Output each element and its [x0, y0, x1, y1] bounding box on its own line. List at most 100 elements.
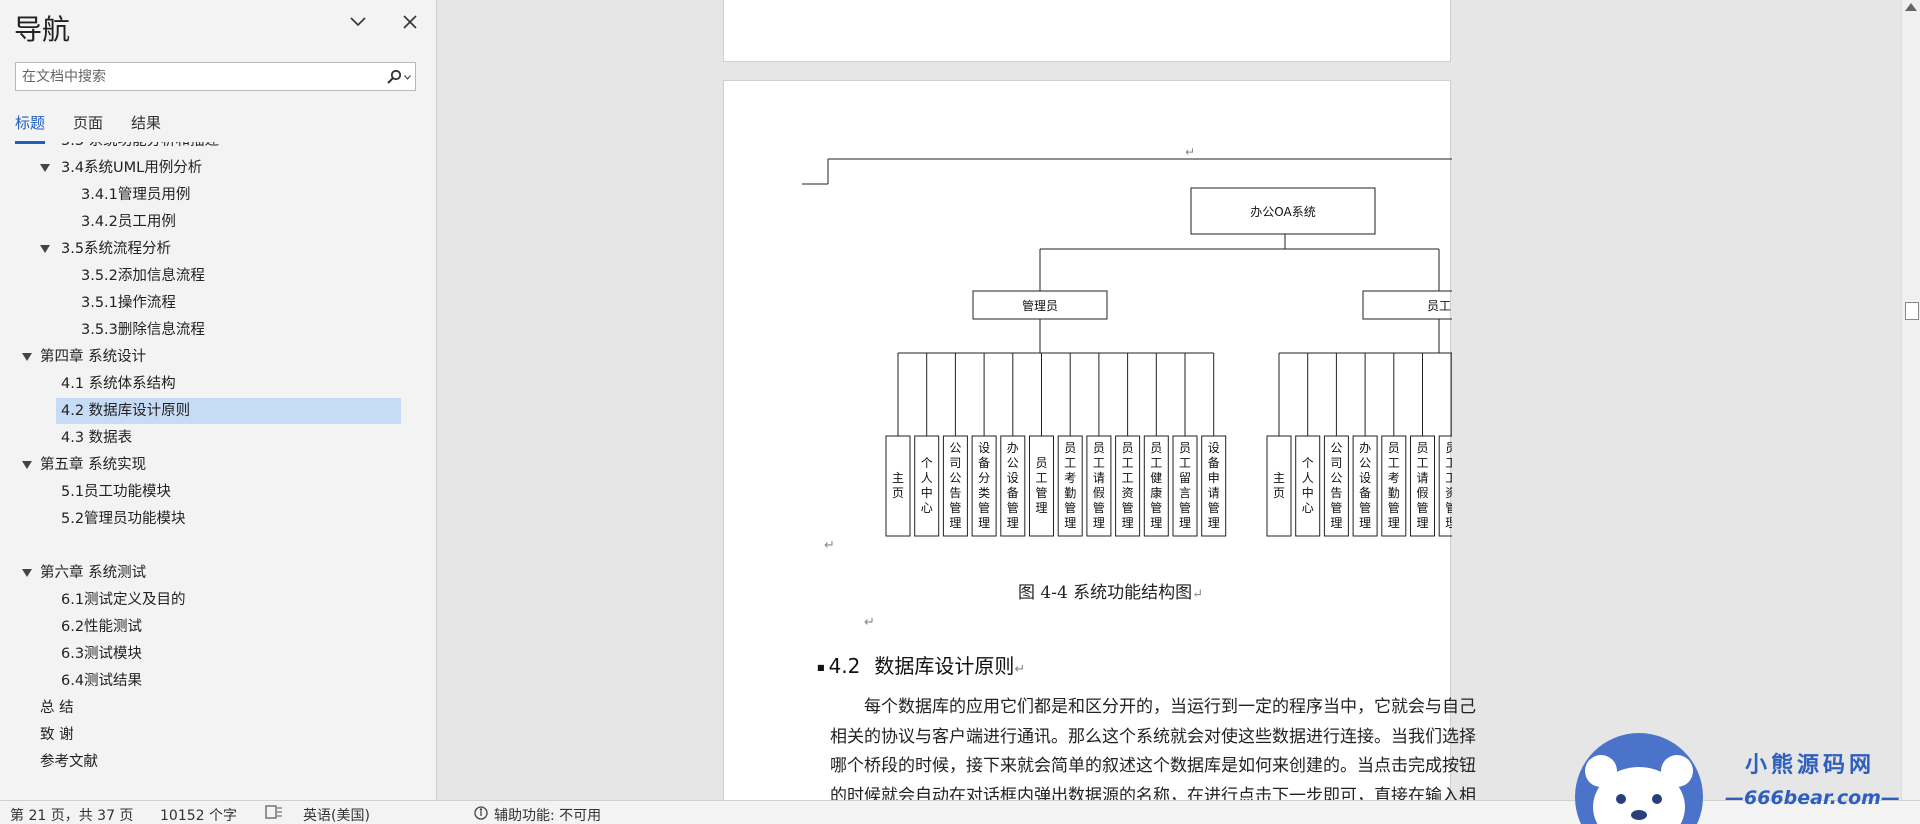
nav-heading-label: 3.4.2员工用例	[81, 214, 176, 230]
leaf-node-label: 设备分类管理	[978, 441, 990, 530]
nav-heading-item[interactable]: 4.2 数据库设计原则	[56, 398, 401, 424]
chevron-down-icon	[403, 74, 411, 80]
leaf-node-label: 员工考勤管理	[1388, 441, 1400, 530]
leaf-node-box	[1172, 435, 1198, 537]
nav-close-button[interactable]	[398, 10, 422, 34]
nav-heading-label: 6.1测试定义及目的	[61, 592, 186, 608]
nav-heading-label: 5.1员工功能模块	[61, 484, 172, 500]
nav-heading-label: 3.5.1操作流程	[81, 295, 176, 311]
nav-heading-label: 参考文献	[40, 754, 98, 770]
nav-heading-item[interactable]: 3.5.2添加信息流程	[0, 263, 436, 289]
nav-heading-item[interactable]: 6.1测试定义及目的	[0, 587, 436, 613]
expand-triangle-icon[interactable]	[22, 353, 32, 361]
leaf-node-box	[942, 435, 968, 537]
word-count[interactable]: 10152 个字	[160, 808, 237, 824]
document-area[interactable]: ↵办公OA系统管理员主页个人中心公司公告管理设备分类管理办公设备管理员工管理员工…	[438, 0, 1901, 800]
nav-heading-item[interactable]: 3.5.3删除信息流程	[0, 317, 436, 343]
nav-heading-label: 4.2 数据库设计原则	[61, 403, 191, 419]
current-page: ↵办公OA系统管理员主页个人中心公司公告管理设备分类管理办公设备管理员工管理员工…	[723, 80, 1476, 800]
nav-heading-item[interactable]: 致 谢	[0, 722, 436, 748]
nav-heading-item[interactable]: 3.4.2员工用例	[0, 209, 436, 235]
leaf-node-label: 员工考勤管理	[1064, 441, 1076, 530]
nav-heading-item[interactable]: 3.4.1管理员用例	[0, 182, 436, 208]
search-button[interactable]	[383, 67, 413, 87]
proofing-icon[interactable]	[265, 804, 283, 824]
root-node-box	[1190, 187, 1376, 235]
nav-heading-item[interactable]: 3.4系统UML用例分析	[0, 155, 436, 181]
nav-heading-label: 第五章 系统实现	[40, 457, 147, 473]
leaf-node-box	[1438, 435, 1452, 537]
vertical-scrollbar[interactable]	[1901, 0, 1920, 800]
accessibility-icon[interactable]	[472, 804, 492, 824]
page-count[interactable]: 第 21 页，共 37 页	[10, 808, 134, 824]
leaf-node-label: 员工健康管理	[1150, 441, 1162, 530]
leaf-node-label: 主页	[892, 471, 904, 500]
nav-heading-item[interactable]: 6.4测试结果	[0, 668, 436, 694]
paragraph-mark: ↵	[824, 538, 835, 553]
leaf-node-label: 办公设备管理	[1359, 440, 1371, 530]
nav-heading-item[interactable]: 3.5.1操作流程	[0, 290, 436, 316]
leaf-node-label: 员工管理	[1035, 456, 1047, 515]
nav-options-button[interactable]	[346, 10, 370, 34]
nav-heading-label: 第四章 系统设计	[40, 349, 147, 365]
nav-heading-item[interactable]: 5.1员工功能模块	[0, 479, 436, 505]
nav-heading-item[interactable]: 6.2性能测试	[0, 614, 436, 640]
search-box	[15, 62, 416, 91]
paragraph-mark: ↵	[864, 615, 875, 630]
accessibility-status[interactable]: 辅助功能: 不可用	[494, 808, 602, 824]
leaf-node-box	[1295, 435, 1321, 537]
body-text-line: 哪个桥段的时候，接下来就会简单的叙述这个数据库是如何来创建的。当点击完成按钮	[830, 756, 1476, 776]
group-node-box	[1362, 290, 1452, 320]
leaf-node-box	[971, 435, 997, 537]
nav-heading-label: 致 谢	[40, 727, 74, 743]
expand-triangle-icon[interactable]	[40, 245, 50, 253]
leaf-node-label: 员工工资管理	[1122, 441, 1134, 530]
nav-heading-item[interactable]: 参考文献	[0, 749, 436, 775]
nav-heading-item[interactable]: 4.1 系统体系结构	[0, 371, 436, 397]
expand-triangle-icon[interactable]	[40, 164, 50, 172]
nav-heading-label: 6.2性能测试	[61, 619, 143, 635]
previous-page	[723, 0, 1451, 62]
leaf-node-label: 公司公告管理	[1330, 441, 1342, 530]
leaf-node-box	[1352, 435, 1378, 537]
close-icon	[403, 15, 417, 29]
watermark-url: —666bear.com—	[1725, 787, 1900, 809]
nav-heading-item[interactable]: 第五章 系统实现	[0, 452, 436, 478]
scroll-up-icon[interactable]	[1905, 3, 1917, 11]
nav-heading-item[interactable]: 第四章 系统设计	[0, 344, 436, 370]
nav-heading-item[interactable]: 3.5系统流程分析	[0, 236, 436, 262]
tab-pages[interactable]: 页面	[73, 114, 104, 132]
expand-triangle-icon[interactable]	[22, 461, 32, 469]
leaf-node-label: 员工请假管理	[1093, 441, 1105, 530]
nav-heading-item[interactable]: 3.3 系统功能分析和描述	[0, 142, 436, 154]
tab-results[interactable]: 结果	[131, 114, 162, 132]
expand-triangle-icon[interactable]	[22, 569, 32, 577]
language-status[interactable]: 英语(美国)	[303, 808, 370, 824]
nav-heading-item[interactable]	[0, 533, 436, 559]
leaf-node-label: 员工留言管理	[1179, 441, 1191, 530]
nav-heading-item[interactable]: 第六章 系统测试	[0, 560, 436, 586]
leaf-node-box	[1086, 435, 1112, 537]
leaf-node-box	[1057, 435, 1083, 537]
nav-heading-label: 第六章 系统测试	[40, 565, 147, 581]
nav-heading-item[interactable]: 6.3测试模块	[0, 641, 436, 667]
nav-tabs: 标题 页面 结果	[15, 112, 161, 146]
search-input[interactable]	[22, 66, 382, 87]
site-watermark: 小熊源码网 —666bear.com—	[1575, 733, 1905, 824]
nav-heading-label: 4.3 数据表	[61, 430, 133, 446]
scroll-thumb[interactable]	[1905, 302, 1919, 320]
nav-heading-label: 5.2管理员功能模块	[61, 511, 186, 527]
nav-title: 导航	[14, 13, 71, 46]
nav-heading-item[interactable]: 总 结	[0, 695, 436, 721]
nav-heading-label: 3.5.3删除信息流程	[81, 322, 205, 338]
body-text-line: 的时候就会自动在对话框内弹出数据源的名称，在进行点击下一步即可，直接在输入相	[830, 786, 1476, 800]
nav-heading-item[interactable]: 5.2管理员功能模块	[0, 506, 436, 532]
leaf-node-box	[1201, 435, 1227, 537]
group-node-label: 员工	[1427, 299, 1451, 313]
tab-headings[interactable]: 标题	[15, 112, 46, 144]
watermark-name: 小熊源码网	[1745, 753, 1876, 778]
nav-heading-label: 3.4.1管理员用例	[81, 187, 191, 203]
nav-heading-item[interactable]: 4.3 数据表	[0, 425, 436, 451]
system-function-diagram: ↵办公OA系统管理员主页个人中心公司公告管理设备分类管理办公设备管理员工管理员工…	[802, 145, 1452, 537]
